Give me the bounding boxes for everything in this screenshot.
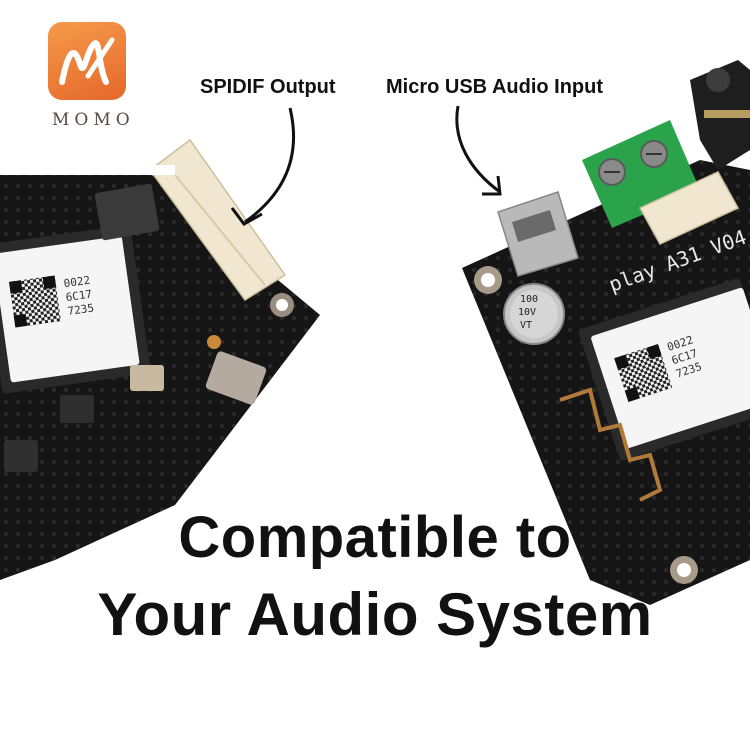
left-pcb-board: 0022 6C17 7235 [0,138,320,580]
logo-m-mark-icon [59,37,115,85]
logo-text: MOMO [52,110,135,130]
left-ic-chip [94,183,160,241]
left-ufl-antenna-connector [205,351,267,405]
left-module-code-2: 6C17 [65,288,93,305]
right-pcb-board: play A31 V04 0022 6C17 7235 100 10V [462,60,750,605]
left-inductor-2 [4,440,38,472]
spdif-arrowhead [230,207,263,226]
spdif-output-label: SPIDIF Output [200,76,336,98]
usb-arrow [455,105,501,194]
logo-tile [48,22,126,100]
left-module-code-1: 0022 [63,274,91,291]
right-wireless-module: 0022 6C17 7235 [578,278,750,461]
micro-usb-input-label: Micro USB Audio Input [386,76,604,98]
brand-logo: MOMO [44,14,134,132]
micro-usb-port [497,191,579,277]
usb-arrowhead [482,175,502,196]
capacitor-series: VT [520,320,532,331]
headline-line-1: Compatible to [178,505,572,570]
headline-line-2: Your Audio System [97,581,653,648]
spdif-arrow [244,107,296,224]
left-inductor [60,395,94,423]
left-wireless-module: 0022 6C17 7235 [0,225,151,394]
left-gold-pad [207,335,221,349]
electrolytic-capacitor: 100 10V VT [503,283,565,345]
capacitor-voltage: 10V [518,307,536,318]
capacitor-value: 100 [520,294,538,305]
spdif-connector [148,138,287,302]
left-module-code-3: 7235 [67,301,95,318]
audio-jack [690,60,750,170]
right-jst-connector [638,171,740,245]
pcb-antenna-trace [559,387,663,502]
left-smd-part [130,365,164,391]
